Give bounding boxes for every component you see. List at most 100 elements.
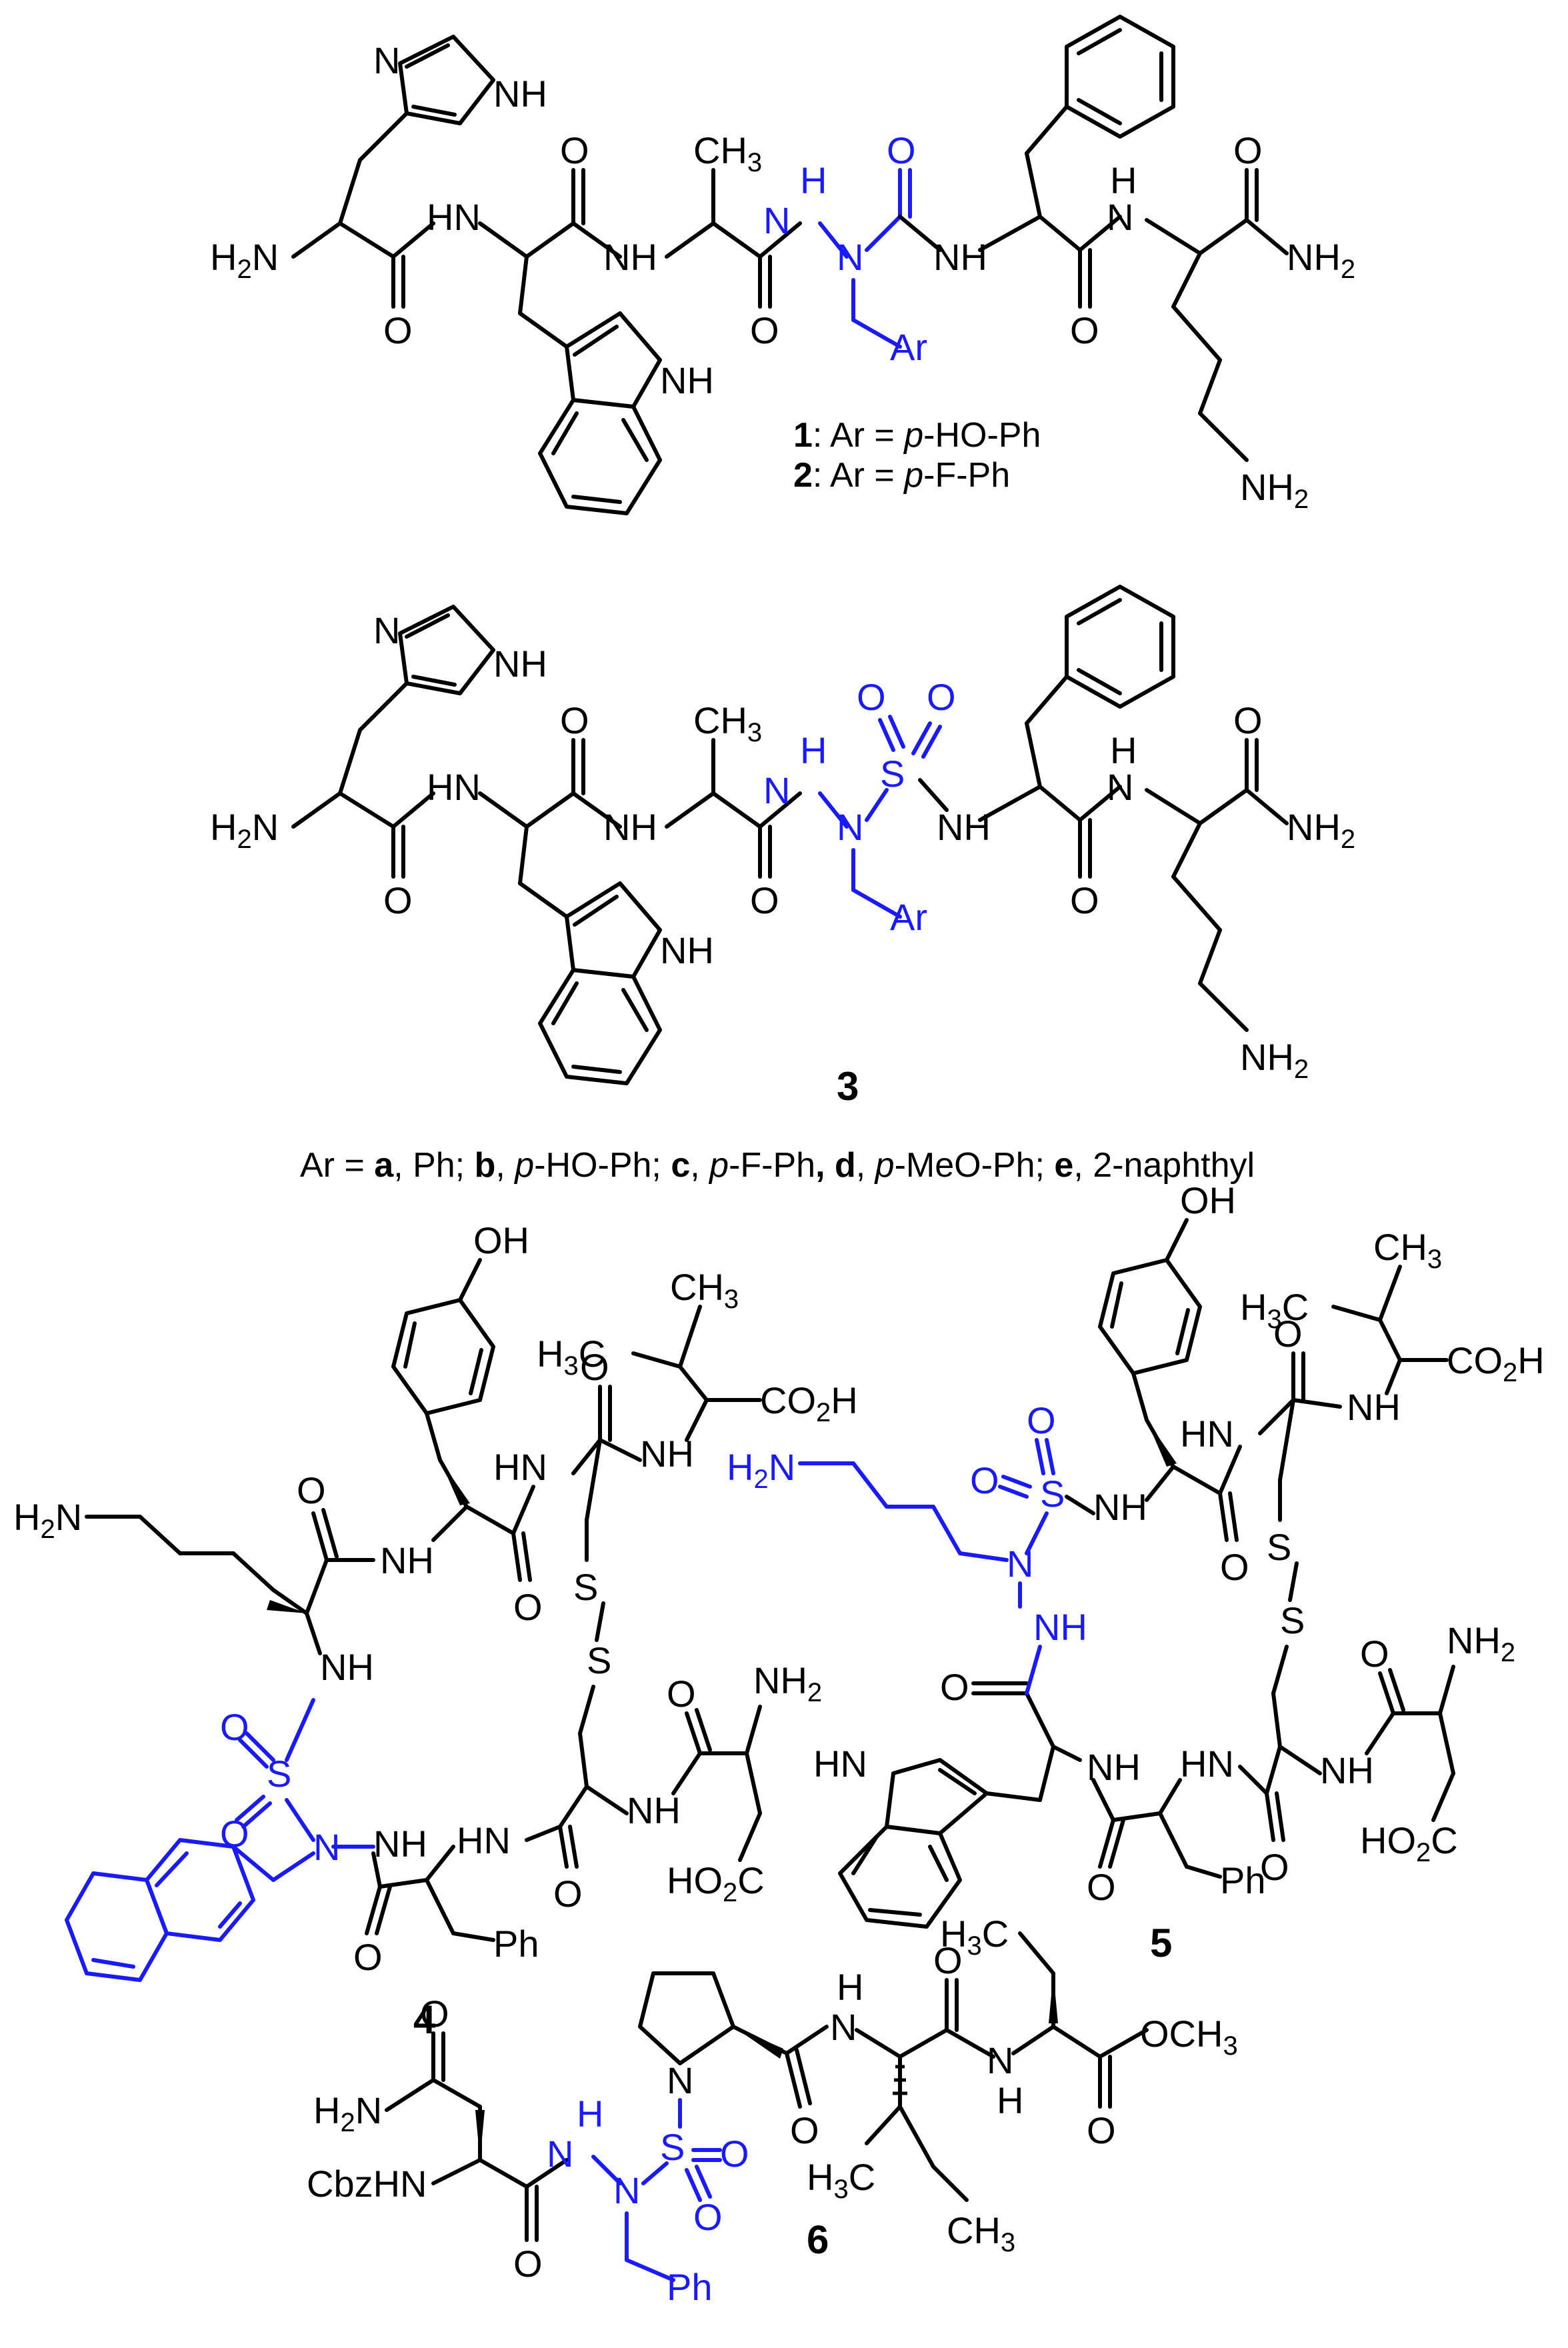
atom-H3C-5: H3C [1240,1286,1309,1334]
atom-O-hl: O [970,1459,999,1501]
atom-N: N [987,2039,1013,2081]
atom-O: O [560,129,589,171]
atom-O: O [750,309,779,351]
atom-O: O [513,1586,543,1628]
atom-N-hl: N [837,806,863,848]
atom-O: O [1220,1546,1249,1588]
compound-3-number: 3 [837,1064,859,1109]
compound-5-number: 5 [1150,1921,1172,1965]
atom-H3C-6b: H3C [940,1913,1009,1961]
atom-OH-4: OH [473,1219,529,1261]
atom-H-hl: H [800,159,827,201]
atom-S-hl: S [880,753,905,795]
atom-HN-1: HN [427,196,481,238]
atom-H2N-1: H2N [210,236,279,284]
atom-HN-5b: HN [1180,1743,1234,1785]
atom-CO2H-4: CO2H [760,1379,858,1427]
atom-O: O [353,1936,383,1978]
atom-NH-5c: NH [1320,1749,1374,1791]
atom-NH-5b: NH [1347,1386,1401,1428]
atom-NH-hl: NH [1033,1606,1087,1648]
atom-H3C-4: H3C [537,1333,605,1381]
compound-6-structure: H2N O CbzHN O H N N Ph S O O N [307,1913,1238,2308]
atom-H: H [837,1966,863,2008]
atom-NH-4b: NH [320,1646,374,1688]
atom-S: S [587,1639,611,1681]
atom-Ar-3: Ar [890,896,927,938]
atom-HN-4b: HN [457,1819,511,1861]
atom-OCH3: OCH3 [1140,2013,1238,2061]
atom-O-hl: O [220,1706,249,1748]
atom-HN-5: HN [1180,1413,1234,1455]
atom-Ph-6: Ph [667,2266,713,2308]
atom-O: O [1273,1313,1303,1355]
atom-H: H [997,2079,1023,2121]
atom-O-hl: O [857,676,886,718]
atom-S: S [1267,1526,1291,1568]
atom-NH-4e: NH [373,1823,427,1865]
atom-NH: NH [493,643,547,685]
compound-1-label: 1: Ar = p-HO-Ph [793,416,1041,455]
atom-N: N [667,2059,693,2101]
atom-CO2H-5: CO2H [1447,1339,1545,1387]
atom-NH-5d: NH [1087,1746,1141,1788]
atom-S-hl: S [660,2126,685,2168]
atom-N: N [373,609,400,651]
atom-N: N [1107,196,1133,238]
atom-H2N-3: H2N [210,806,279,854]
atom-HN-5c: HN [813,1743,867,1785]
atom-HO2C-4: HO2C [667,1859,765,1907]
atom-CH3-4: CH3 [670,1266,739,1314]
atom-N: N [1107,766,1133,808]
atom-N-hl: N [837,236,863,278]
atom-H-hl: H [800,729,827,771]
atom-CH3-6a: CH3 [947,2209,1015,2257]
compound-3-structure: N NH H2N O HN O NH NH CH3 O H [210,585,1355,1085]
atom-N-hl: N [763,199,790,241]
atom-N-hl: N [763,769,790,811]
atom-S-hl: S [1040,1473,1065,1515]
atom-CH3-1: CH3 [693,129,762,177]
atom-O: O [1087,1866,1116,1908]
compound-5-structure: H2N N S O O NH OH O HN O [727,1179,1545,1929]
atom-N: N [830,2006,857,2048]
atom-NH-2: NH [603,236,657,278]
atom-O-hl: O [693,2196,723,2238]
atom-HN: HN [427,766,481,808]
atom-O: O [383,879,413,921]
compound-4-structure: H2N O NH NH OH O HN O NH [13,1219,858,1982]
atom-O-hl: O [927,676,956,718]
atom-O: O [1233,699,1263,741]
atom-OH-5: OH [1180,1179,1236,1221]
atom-NH-4d: NH [627,1789,681,1831]
ar-legend: Ar = a, Ph; b, p-HO-Ph; c, p-F-Ph, d, p-… [300,1146,1255,1185]
atom-H2N-5: H2N [727,1446,795,1494]
atom-O-hl: O [720,2133,749,2175]
atom-NH2-4: NH2 [753,1659,822,1707]
atom-O: O [1087,2109,1116,2151]
compound-2-label: 2: Ar = p-F-Ph [793,456,1010,495]
atom-H2N-4: H2N [13,1496,82,1544]
atom-CbzHN: CbzHN [307,2163,427,2205]
atom-NH-3: NH [933,236,987,278]
atom-HN-4: HN [493,1446,547,1488]
atom-O: O [1260,1846,1289,1888]
atom-O: O [553,1873,583,1915]
atom-CH3-5: CH3 [1373,1226,1442,1274]
atom-NH2-3b: NH2 [1240,1036,1309,1084]
atom-O-hl: O [1027,1399,1056,1441]
atom-NH-5a: NH [1093,1486,1147,1528]
atom-NH2-5: NH2 [1447,1619,1515,1667]
atom-S: S [1280,1599,1305,1641]
atom-O: O [933,1939,963,1981]
atom-H2N-6: H2N [313,2089,382,2137]
atom-O: O [667,1673,696,1715]
compound-1-2-structure: N NH H2N O HN O NH NH CH3 [210,15,1355,515]
atom-H: H [1110,159,1137,201]
atom-O: O [383,309,413,351]
atom-NH2-3a: NH2 [1287,806,1355,854]
compound-6-number: 6 [807,2217,829,2262]
atom-HO2C-5: HO2C [1360,1819,1458,1867]
atom-O: O [940,1666,969,1708]
